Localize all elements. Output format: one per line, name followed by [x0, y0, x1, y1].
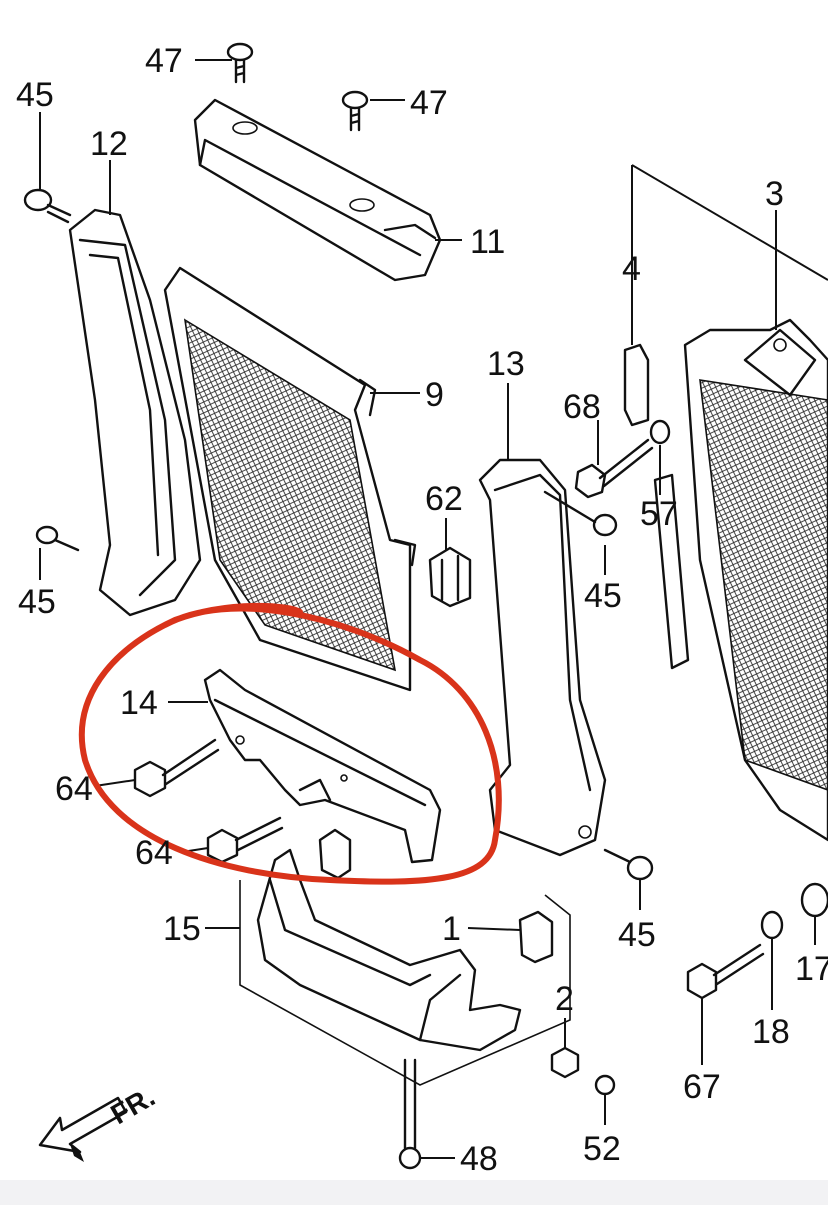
callout-4: 4: [622, 250, 641, 288]
callout-9: 9: [425, 376, 444, 414]
callout-17: 17: [795, 950, 828, 988]
clip-1-b: [518, 910, 554, 964]
callout-67: 67: [683, 1068, 721, 1106]
callout-15: 15: [163, 910, 201, 948]
callout-45-b: 45: [584, 577, 622, 615]
callout-64-a: 64: [55, 770, 93, 808]
part-11-bracket: [193, 98, 442, 282]
bolt-45-b: [35, 525, 80, 552]
callout-47-b: 47: [410, 84, 448, 122]
bolt-17: [800, 882, 828, 918]
callout-2: 2: [555, 980, 574, 1018]
bolt-67: [686, 943, 765, 1000]
part-9-grille: [163, 266, 417, 692]
bolt-68: [574, 438, 654, 499]
leader-lines: [39, 59, 828, 1159]
callout-3: 3: [765, 175, 784, 213]
callout-18: 18: [752, 1013, 790, 1051]
nut-2: [550, 1046, 580, 1079]
front-direction-arrow-icon: [38, 1096, 128, 1162]
part-14-bracket: [203, 668, 442, 864]
bolt-64-a: [133, 738, 220, 798]
bolt-45-a: [23, 188, 72, 224]
callout-47-a: 47: [145, 42, 183, 80]
clip-62: [428, 546, 472, 608]
callout-68: 68: [563, 388, 601, 426]
callout-14: 14: [120, 684, 158, 722]
clip-1-a: [318, 828, 352, 880]
part-12-shroud: [68, 208, 202, 617]
bolt-47-a: [226, 42, 254, 84]
callout-48: 48: [460, 1140, 498, 1178]
bolt-45-c: [543, 490, 618, 537]
callout-45-c: 45: [18, 583, 56, 621]
washer-18: [760, 910, 784, 940]
part-13-shroud: [478, 458, 607, 857]
part-3-radiator: [683, 318, 828, 842]
callout-52: 52: [583, 1130, 621, 1168]
bolt-64-b: [206, 816, 284, 864]
callout-62: 62: [425, 480, 463, 518]
highlight-circle: [78, 602, 502, 885]
bolt-48: [398, 1058, 422, 1170]
callout-13: 13: [487, 345, 525, 383]
washer-57: [649, 419, 671, 445]
screw-52: [594, 1074, 616, 1096]
bolt-45-d: [603, 848, 654, 881]
callout-45-d: 45: [618, 916, 656, 954]
part-15-cover: [239, 848, 571, 1086]
part-4-rod: [623, 343, 690, 670]
bottom-bar: [0, 1180, 828, 1205]
callout-57: 57: [640, 495, 678, 533]
bolt-47-b: [341, 90, 369, 132]
callout-12: 12: [90, 125, 128, 163]
callout-45-a: 45: [16, 76, 54, 114]
direction-label: FR.: [106, 1081, 161, 1130]
callout-11: 11: [470, 223, 505, 261]
callout-1: 1: [442, 910, 461, 948]
callout-64-b: 64: [135, 834, 173, 872]
